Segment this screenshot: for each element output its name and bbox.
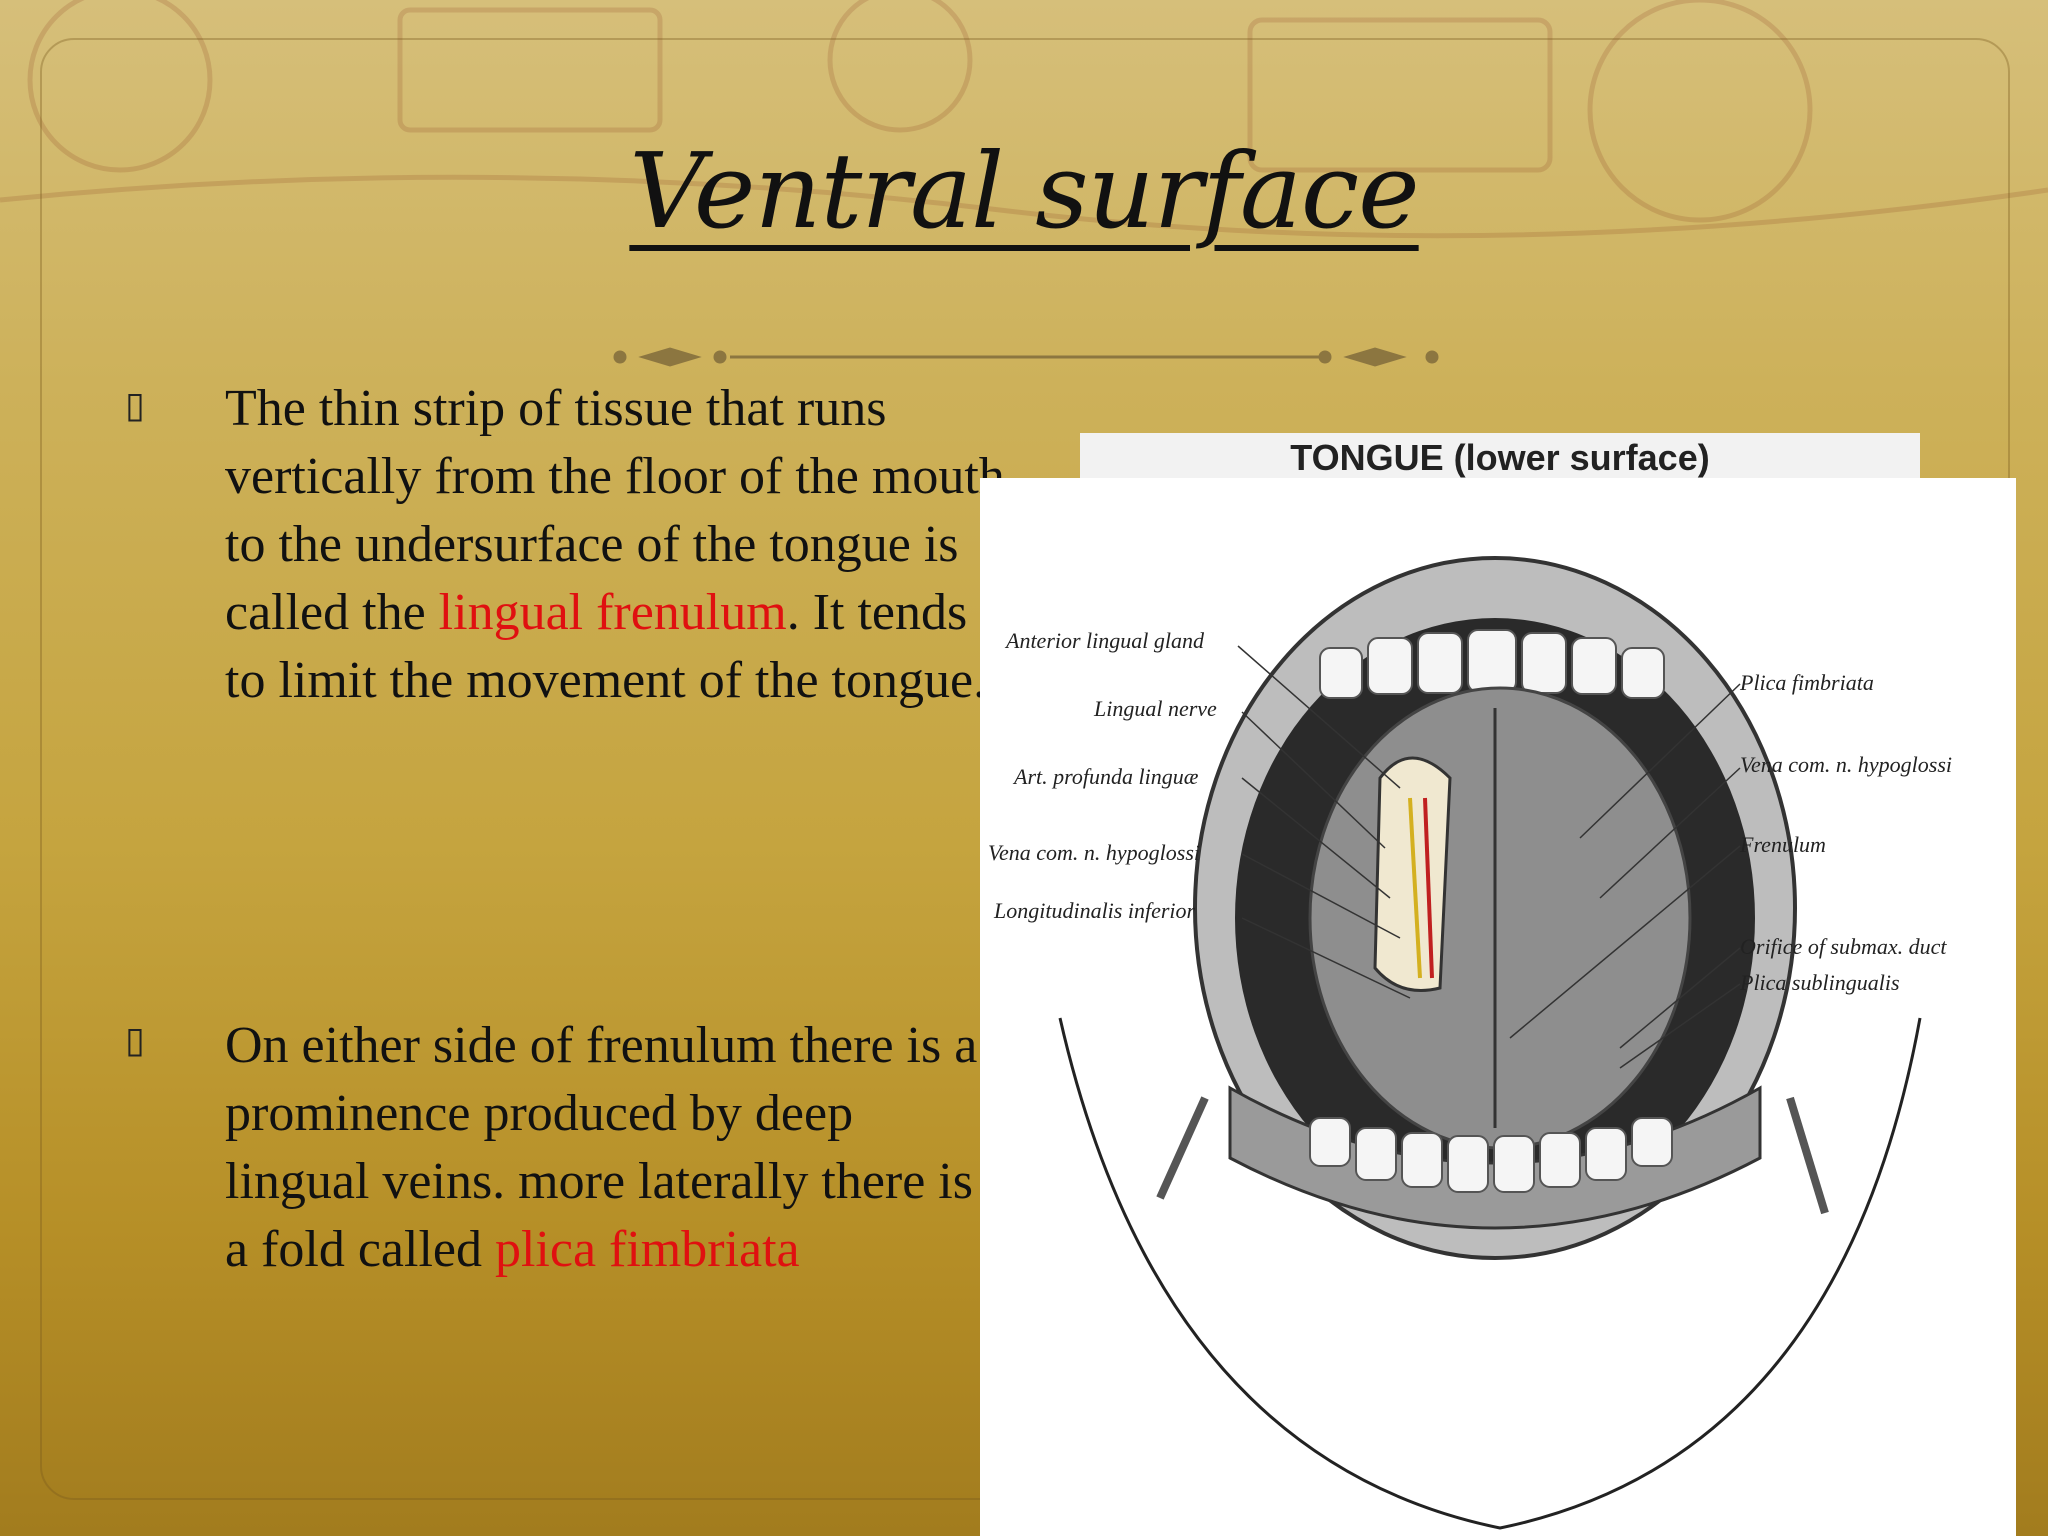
label-longitudinalis-inferior: Longitudinalis inferior <box>994 898 1196 923</box>
label-plica-sublingualis: Plica sublingualis <box>1740 970 1900 995</box>
figure-header-bar: TONGUE (lower surface) <box>1080 433 1920 481</box>
bullet-paragraph-1: The thin strip of tissue that runs verti… <box>225 375 1005 715</box>
term-lingual-frenulum: lingual frenulum <box>438 584 787 641</box>
term-plica-fimbriata: plica fimbriata <box>494 1221 800 1278</box>
figure-header-title: TONGUE (lower surface) <box>1290 437 1710 478</box>
slide-title-text: Ventral surface <box>629 130 1419 252</box>
label-vena-com-left: Vena com. n. hypoglossi <box>988 840 1201 865</box>
label-vena-com-right: Vena com. n. hypoglossi <box>1740 752 1953 777</box>
title-divider-ornament <box>613 347 1439 367</box>
tongue-anatomy-figure: Anterior lingual gland Lingual nerve Art… <box>980 478 2016 1536</box>
label-frenulum: Frenulum <box>1740 832 1826 857</box>
bullet-2-text: On either side of frenulum there is a pr… <box>225 1017 978 1278</box>
label-plica-fimbriata: Plica fimbriata <box>1740 670 1874 695</box>
bullet-glyph-icon: ▯ <box>125 385 145 426</box>
bullet-1-text-end: . It tends to limit the movement of the … <box>225 584 987 709</box>
bullet-paragraph-2: On either side of frenulum there is a pr… <box>225 1012 1005 1284</box>
bullet-glyph-icon: ▯ <box>125 1020 145 1061</box>
tongue-illustration <box>1058 556 1922 1530</box>
label-lingual-nerve: Lingual nerve <box>1094 696 1217 721</box>
label-anterior-lingual-gland: Anterior lingual gland <box>1006 628 1204 653</box>
label-art-profunda-linguae: Art. profunda linguæ <box>1014 764 1199 789</box>
slide-title: Ventral surface <box>0 130 2048 252</box>
bullet-1-text: The thin strip of tissue that runs verti… <box>225 380 1005 641</box>
stamp-texture <box>0 0 2048 239</box>
label-orifice-submax-duct: Orifice of submax. duct <box>1740 934 1947 959</box>
